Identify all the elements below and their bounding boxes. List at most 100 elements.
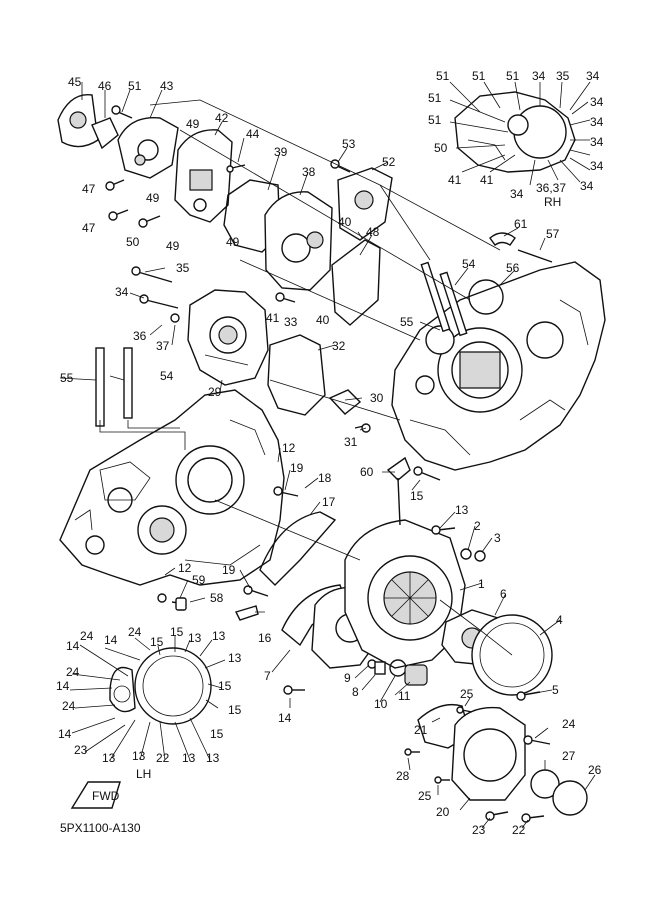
callout: 51 bbox=[128, 79, 142, 93]
callout: 3 bbox=[494, 531, 501, 545]
callout: 51 bbox=[428, 91, 442, 105]
callout: 42 bbox=[215, 111, 229, 125]
stud-57 bbox=[517, 249, 553, 263]
callout: 14 bbox=[56, 679, 70, 693]
callout: 34 bbox=[590, 135, 604, 149]
callout: 46 bbox=[98, 79, 112, 93]
callout: 24 bbox=[562, 717, 576, 731]
callout: 60 bbox=[360, 465, 374, 479]
callout: 50 bbox=[126, 235, 140, 249]
callout: 50 bbox=[434, 141, 448, 155]
lh-inset bbox=[109, 647, 212, 725]
diagram-code: 5PX1100-A130 bbox=[60, 821, 141, 835]
lh-label: LH bbox=[136, 767, 151, 781]
clutch-cover-20 bbox=[451, 706, 526, 801]
rh-label: RH bbox=[544, 195, 561, 209]
clip-61 bbox=[489, 232, 516, 246]
callout: 22 bbox=[156, 751, 170, 765]
callout: 13 bbox=[102, 751, 116, 765]
callout: 34 bbox=[590, 95, 604, 109]
studs-55-54-right bbox=[420, 261, 468, 337]
callout: 43 bbox=[160, 79, 174, 93]
callout: 22 bbox=[512, 823, 526, 837]
callout: 55 bbox=[60, 371, 74, 385]
bracket-30 bbox=[328, 389, 362, 415]
gasket-32 bbox=[267, 334, 326, 416]
callout: 13 bbox=[228, 651, 242, 665]
callout: 57 bbox=[546, 227, 560, 241]
callout: 17 bbox=[322, 495, 336, 509]
callout: 25 bbox=[418, 789, 432, 803]
bolts-center-lower bbox=[157, 466, 551, 823]
callout: 34 bbox=[580, 179, 594, 193]
plug-26 bbox=[552, 780, 588, 816]
callout: 15 bbox=[210, 727, 224, 741]
gasket-48 bbox=[331, 239, 381, 326]
callout: 41 bbox=[480, 173, 494, 187]
callout: 51 bbox=[428, 113, 442, 127]
callout: 12 bbox=[178, 561, 192, 575]
callout: 24 bbox=[62, 699, 76, 713]
callout: 31 bbox=[344, 435, 358, 449]
gasket-17 bbox=[259, 511, 337, 586]
callout: 24 bbox=[128, 625, 142, 639]
callout: 16 bbox=[258, 631, 272, 645]
callout: 49 bbox=[146, 191, 160, 205]
callout: 14 bbox=[66, 639, 80, 653]
callout: 15 bbox=[410, 489, 424, 503]
small-parts-8-9-10-11 bbox=[367, 659, 428, 686]
callout: 54 bbox=[160, 369, 174, 383]
callout: 28 bbox=[396, 769, 410, 783]
callout: 18 bbox=[318, 471, 332, 485]
callout: 19 bbox=[290, 461, 304, 475]
callout: 2 bbox=[474, 519, 481, 533]
callout: 61 bbox=[514, 217, 528, 231]
callout: 20 bbox=[436, 805, 450, 819]
callout: 51 bbox=[472, 69, 486, 83]
callout: 33 bbox=[284, 315, 298, 329]
callout: 23 bbox=[472, 823, 486, 837]
callout: 13 bbox=[132, 749, 146, 763]
callout: 48 bbox=[366, 225, 380, 239]
callout: 55 bbox=[400, 315, 414, 329]
callout: 49 bbox=[226, 235, 240, 249]
callout: 13 bbox=[206, 751, 220, 765]
callout: 13 bbox=[455, 503, 469, 517]
leader-lines bbox=[59, 81, 596, 829]
callout: 51 bbox=[506, 69, 520, 83]
callout: 10 bbox=[374, 697, 388, 711]
callout: 30 bbox=[370, 391, 384, 405]
o-ring-56 bbox=[468, 279, 504, 315]
callout: 34 bbox=[586, 69, 600, 83]
callout: 41 bbox=[266, 311, 280, 325]
callout: 44 bbox=[246, 127, 260, 141]
cover-42 bbox=[174, 129, 233, 223]
callout: 14 bbox=[58, 727, 72, 741]
callout: 14 bbox=[104, 633, 118, 647]
callout: 26 bbox=[588, 763, 602, 777]
callout: 36,37 bbox=[536, 181, 566, 195]
callout: 40 bbox=[338, 215, 352, 229]
callout: 45 bbox=[68, 75, 82, 89]
callout: 34 bbox=[510, 187, 524, 201]
callout: 49 bbox=[186, 117, 200, 131]
fwd-label: FWD bbox=[92, 789, 120, 803]
oil-pump-cover-43 bbox=[117, 116, 179, 179]
callout: 36 bbox=[133, 329, 147, 343]
callout: 4 bbox=[556, 613, 563, 627]
callout: 11 bbox=[398, 689, 411, 703]
bracket-60 bbox=[386, 456, 411, 526]
callout: 34 bbox=[590, 159, 604, 173]
callout: 27 bbox=[562, 749, 576, 763]
callout: 8 bbox=[352, 685, 359, 699]
callout: 24 bbox=[66, 665, 80, 679]
callout: 19 bbox=[222, 563, 236, 577]
callout: 40 bbox=[316, 313, 330, 327]
callout: 13 bbox=[212, 629, 226, 643]
holder-46 bbox=[91, 117, 119, 150]
right-crankcase bbox=[391, 261, 606, 471]
callout: 34 bbox=[532, 69, 546, 83]
callout: 47 bbox=[82, 182, 96, 196]
callout: 49 bbox=[166, 239, 180, 253]
bearing-retainer-45 bbox=[57, 94, 99, 148]
